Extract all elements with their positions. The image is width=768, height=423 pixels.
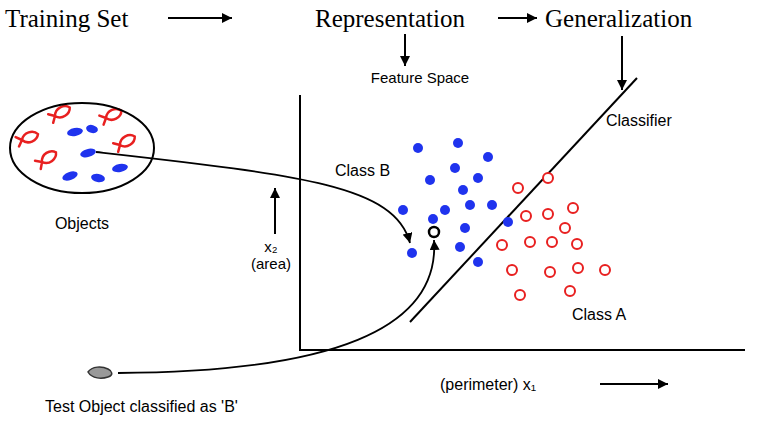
- class-b-point: [413, 143, 423, 153]
- test-object-shape: [88, 367, 112, 378]
- ellipse-outline: [10, 103, 154, 193]
- class-b-point: [460, 223, 470, 233]
- class-label: Class A: [572, 306, 626, 324]
- test-point: [429, 227, 439, 237]
- label-holder: Representation: [315, 5, 465, 33]
- axis-label: x₂ (area): [248, 238, 294, 273]
- label-holder: Feature Space: [371, 70, 469, 87]
- mapping-arrow: [96, 152, 410, 243]
- class-a-point: [547, 237, 557, 247]
- class-b-point: [450, 163, 460, 173]
- label-holder: Class A: [572, 306, 626, 324]
- classifier-label: Classifier: [606, 112, 672, 130]
- y-axis: [299, 95, 301, 351]
- axis-arrow: [274, 188, 276, 234]
- stage-label: Representation: [315, 5, 465, 33]
- object-a-shape: [16, 129, 40, 146]
- class-a-point: [543, 209, 553, 219]
- class-b-point: [398, 205, 408, 215]
- label-holder: Test Object classified as 'B': [45, 398, 238, 416]
- class-a-point: [515, 290, 525, 300]
- class-a-point: [513, 183, 523, 193]
- class-a-point: [560, 223, 570, 233]
- label-holder: (perimeter) x₁: [440, 376, 536, 394]
- class-a-point: [565, 286, 575, 296]
- object-b-shape: [90, 173, 105, 183]
- class-b-point: [473, 257, 483, 267]
- class-b-point: [425, 175, 435, 185]
- class-a-point: [573, 263, 583, 273]
- object-b-shape: [85, 124, 99, 135]
- label-holder: Generalization: [545, 5, 692, 33]
- axis-arrow: [600, 383, 668, 385]
- class-b-point: [465, 200, 475, 210]
- object-b-shape: [79, 147, 97, 159]
- caption-label: Test Object classified as 'B': [45, 398, 238, 416]
- stage-label: Generalization: [545, 5, 692, 33]
- object-a-shape: [113, 132, 137, 152]
- class-a-point: [497, 240, 507, 250]
- class-b-point: [473, 173, 483, 183]
- object-a-shape: [35, 148, 59, 169]
- label-holder: Class B: [335, 162, 390, 180]
- class-a-point: [521, 211, 531, 221]
- node-heading: Objects: [10, 215, 154, 233]
- class-b-point: [453, 138, 463, 148]
- axis-label: (perimeter) x₁: [440, 376, 536, 394]
- class-a-point: [572, 239, 582, 249]
- class-b-point: [503, 217, 513, 227]
- class-a-point: [600, 265, 610, 275]
- label-holder: Classifier: [606, 112, 672, 130]
- class-a-point: [545, 267, 555, 277]
- class-b-point: [487, 200, 497, 210]
- objects-ellipse: Objects: [10, 103, 154, 193]
- class-b-point: [483, 152, 493, 162]
- class-b-point: [428, 214, 438, 224]
- class-b-point: [407, 248, 417, 258]
- class-label: Class B: [335, 162, 390, 180]
- object-b-shape: [66, 127, 83, 138]
- object-b-shape: [111, 163, 128, 174]
- label-holder: Training Set: [5, 5, 128, 33]
- label-holder: x₂ (area): [248, 238, 294, 273]
- ellipse-outline: [10, 103, 154, 193]
- stage-label: Training Set: [5, 5, 128, 33]
- x-axis: [299, 349, 745, 351]
- space-label: Feature Space: [371, 70, 469, 87]
- class-a-point: [543, 173, 553, 183]
- class-b-point: [455, 242, 465, 252]
- class-a-point: [507, 265, 517, 275]
- classifier-line: [410, 78, 637, 322]
- class-a-point: [525, 237, 535, 247]
- flow-arrow: [168, 17, 232, 19]
- pointer-arrow: [621, 36, 623, 90]
- class-a-point: [568, 203, 578, 213]
- class-b-point: [440, 205, 450, 215]
- class-b-point: [458, 185, 468, 195]
- pointer-arrow: [404, 34, 406, 66]
- object-b-shape: [61, 170, 79, 183]
- flow-arrow: [498, 17, 537, 19]
